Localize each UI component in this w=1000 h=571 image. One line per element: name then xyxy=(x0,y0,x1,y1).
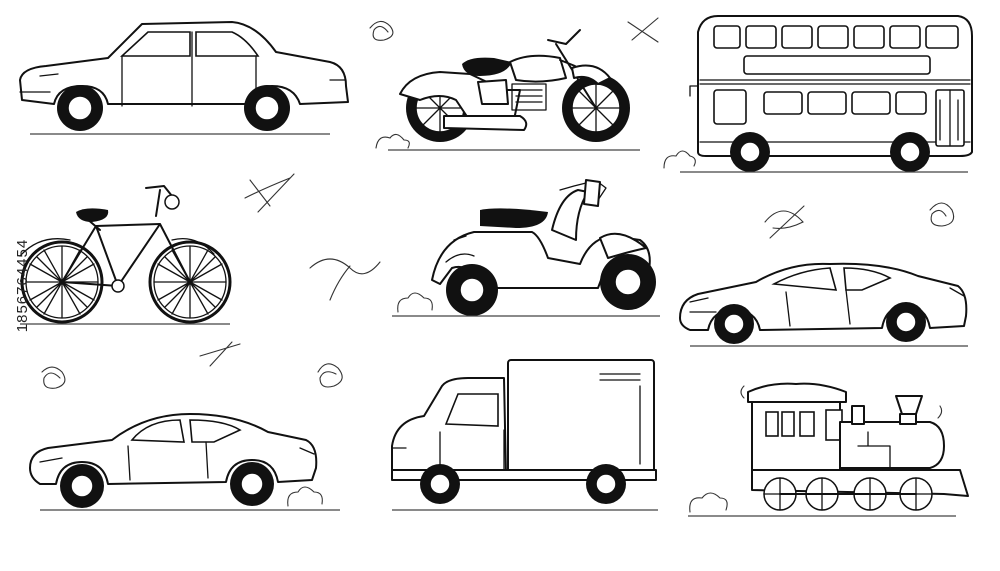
delivery-truck-icon xyxy=(391,359,658,511)
motorcycle-icon xyxy=(375,29,640,151)
stock-id-text: 1856764454 xyxy=(14,238,32,333)
stock-id-watermark: 1856764454 xyxy=(6,0,40,571)
scribble-doodles xyxy=(41,17,955,389)
coupe-car-icon xyxy=(29,413,340,511)
lower-windows xyxy=(713,89,965,147)
double-decker-bus-icon xyxy=(663,15,973,173)
sedan-car-icon xyxy=(19,21,349,135)
scooter-icon xyxy=(392,179,660,317)
upper-windows xyxy=(713,25,959,75)
bicycle-icon xyxy=(19,185,232,325)
sports-car-icon xyxy=(679,262,968,347)
steam-locomotive-icon xyxy=(688,382,969,517)
